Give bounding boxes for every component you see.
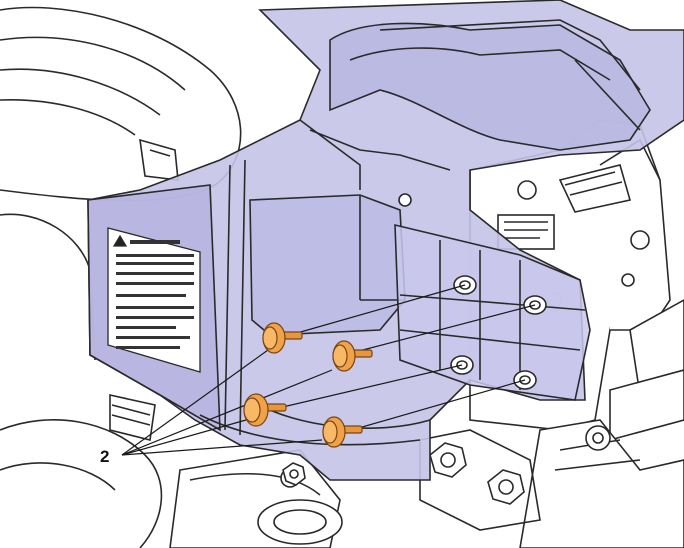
leader-line-hole-4 bbox=[344, 379, 526, 433]
callout-number-label: 2 bbox=[100, 447, 110, 466]
background-parts-left bbox=[0, 6, 242, 548]
warning-label-plate bbox=[107, 227, 201, 373]
leader-line-hole-3 bbox=[269, 364, 463, 411]
label-text-lines bbox=[116, 240, 194, 349]
callout-leader-lines bbox=[121, 284, 536, 456]
bolt-1 bbox=[262, 322, 303, 354]
bolt-3 bbox=[243, 393, 287, 427]
hex-nuts bbox=[282, 429, 541, 531]
leader-line-hole-2 bbox=[354, 304, 536, 353]
leader-line-bolt-1 bbox=[121, 349, 269, 456]
bolt-2 bbox=[332, 340, 373, 372]
leader-line-bolt-2 bbox=[121, 369, 333, 456]
leader-line-bolt-3 bbox=[121, 419, 247, 456]
warning-triangle-icon bbox=[112, 234, 128, 247]
bolt-4 bbox=[322, 416, 363, 448]
leader-line-hole-1 bbox=[289, 284, 466, 336]
leader-line-bolt-4 bbox=[121, 439, 323, 456]
